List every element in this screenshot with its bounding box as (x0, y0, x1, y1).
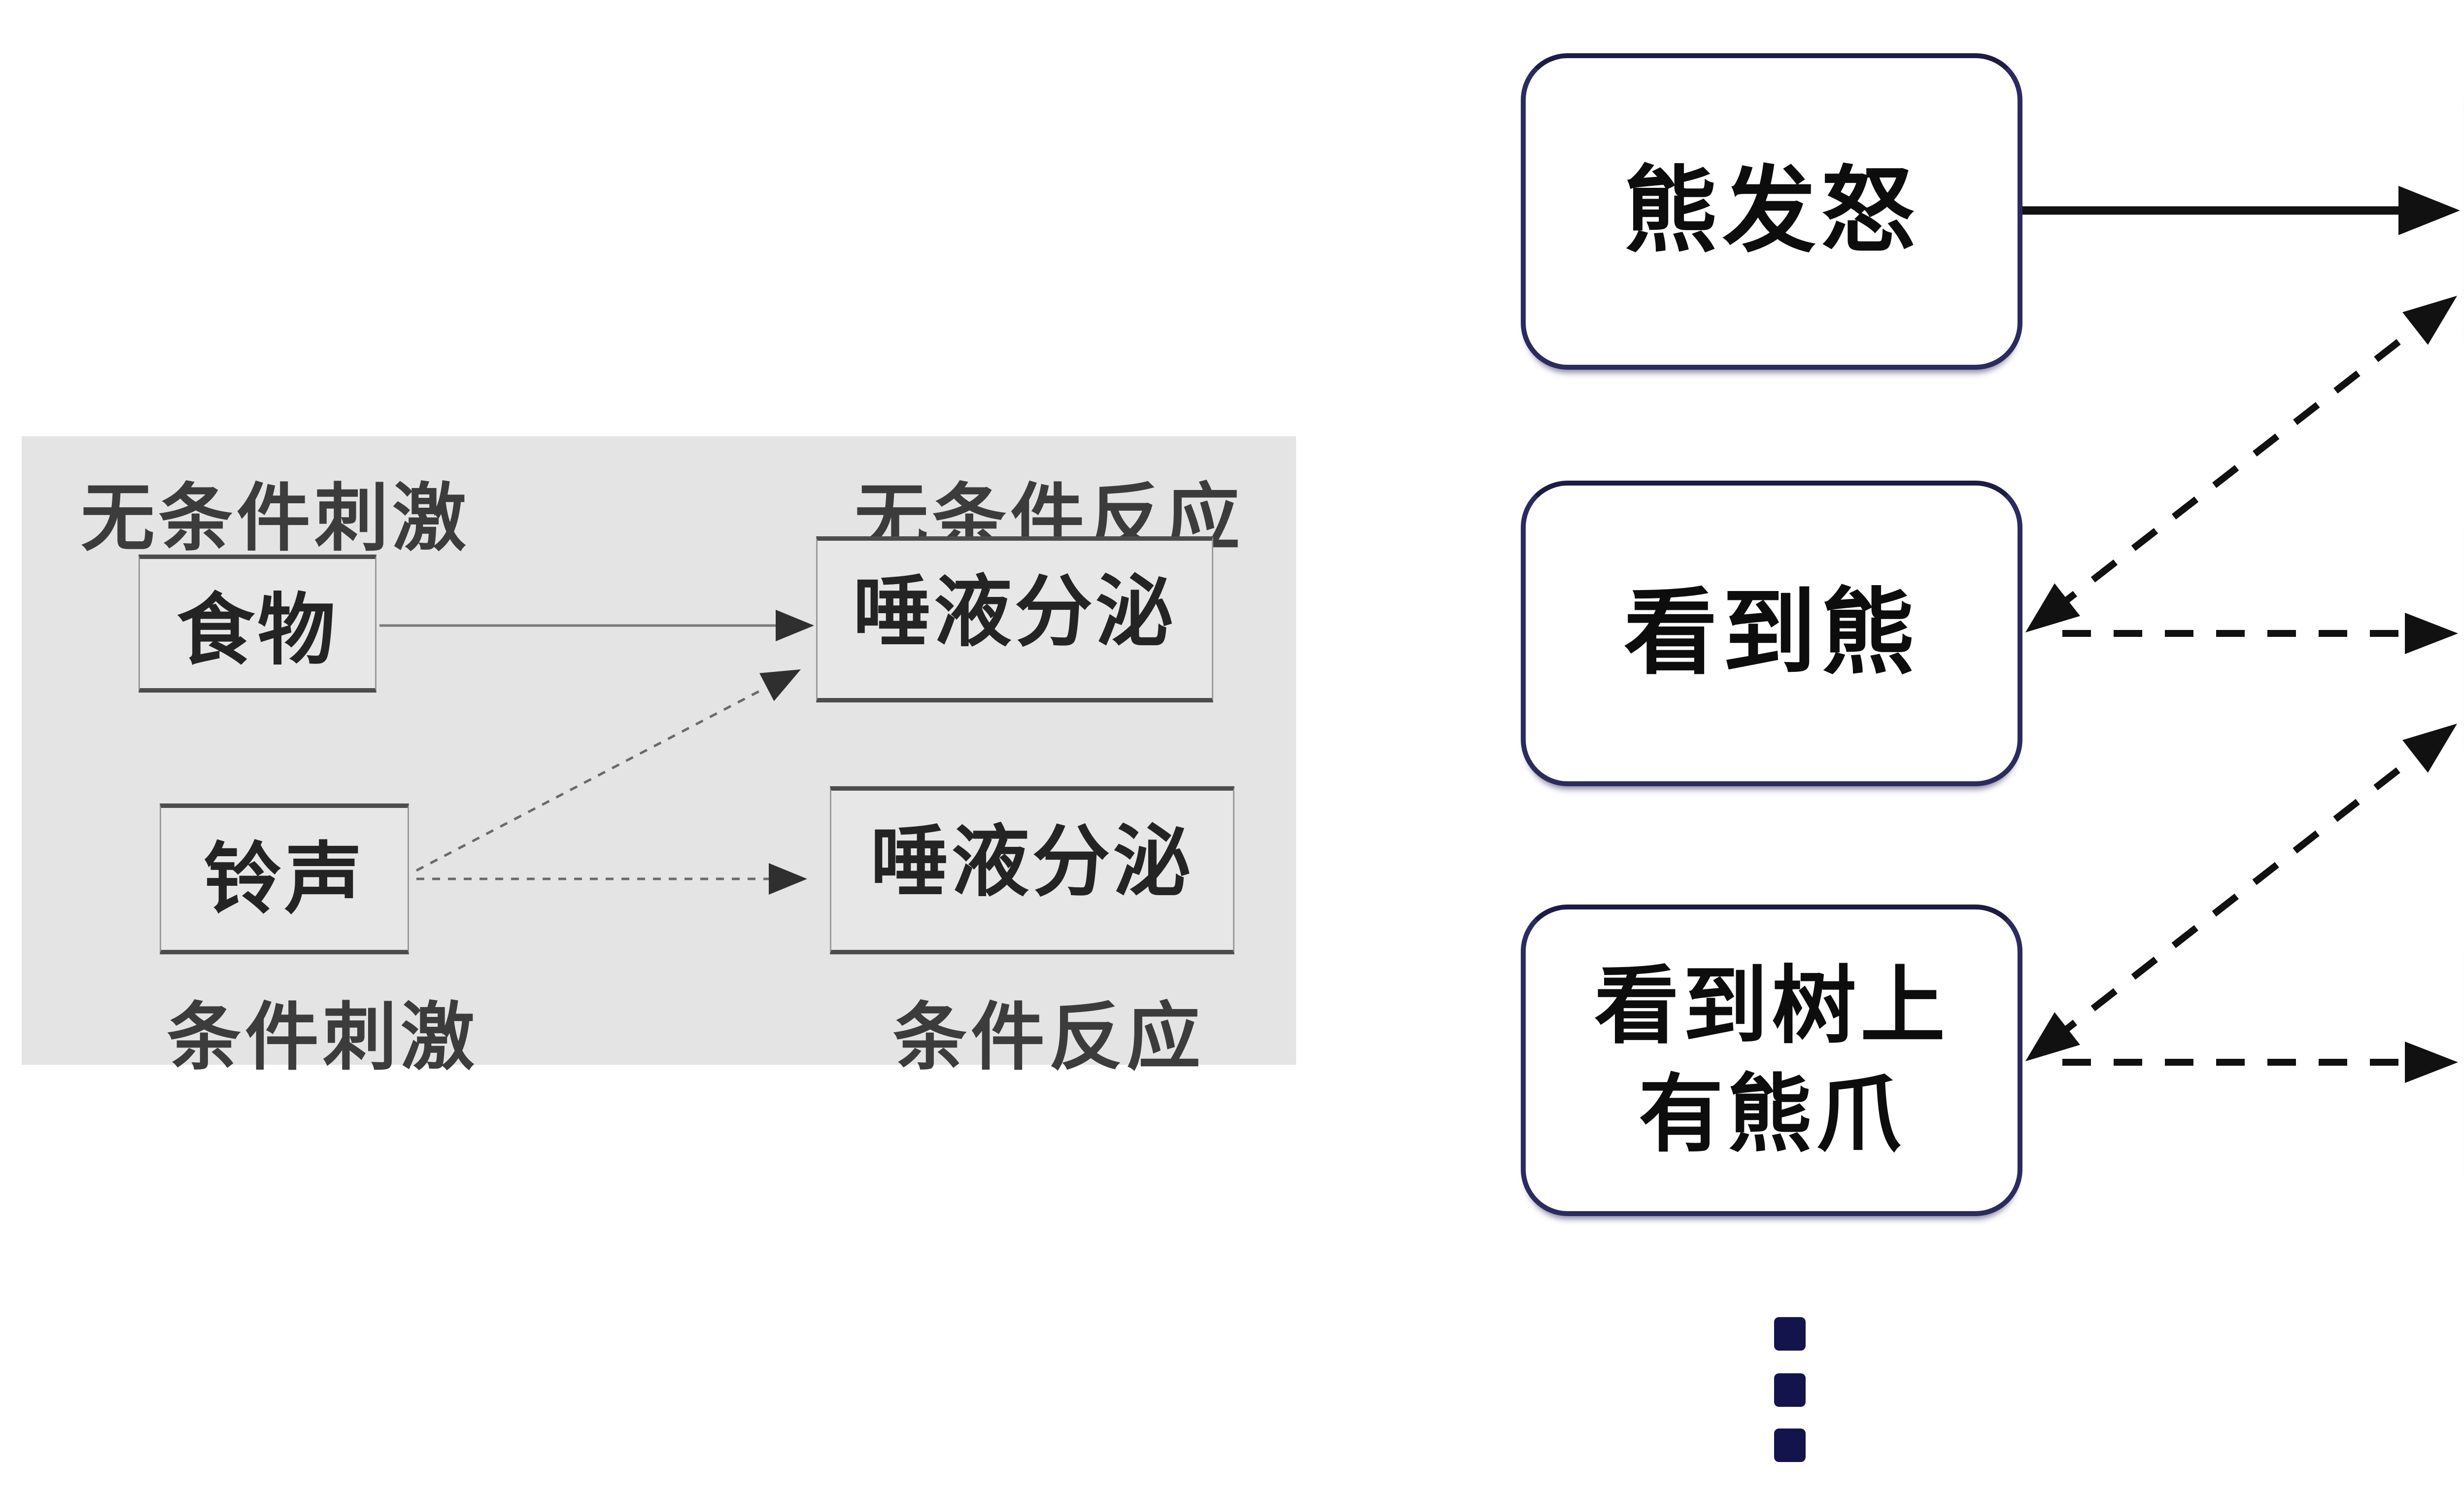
ellipsis-left-dot-2 (1774, 1373, 1806, 1407)
box-see-claw-line1: 看到树上 (1594, 958, 1949, 1053)
box-see-bear: 看到熊 (1521, 481, 2022, 786)
arrow-see-claw-to-value-current (2062, 1042, 2458, 1083)
box-saliva-top: 唾液分泌 (816, 536, 1213, 702)
box-bear-angry-label: 熊发怒 (1623, 159, 1919, 264)
box-see-bear-label: 看到熊 (1623, 581, 1919, 686)
arrow-see-claw-value-next-dashed (2025, 724, 2457, 1061)
arrow-see-bear-to-value-next (2062, 613, 2458, 654)
box-see-claw-line2: 有熊爪 (1639, 1067, 1905, 1162)
label-conditioned-response: 条件反应 (893, 996, 1205, 1079)
label-unconditioned-stimulus: 无条件刺激 (81, 477, 471, 559)
box-bell: 铃声 (160, 803, 409, 954)
box-bear-angry: 熊发怒 (1521, 53, 2022, 370)
ellipsis-left-dot-1 (1774, 1317, 1806, 1351)
box-saliva-bottom: 唾液分泌 (830, 786, 1234, 954)
arrow-bear-to-reward (2022, 186, 2460, 235)
arrow-see-bear-reward-dashed (2025, 296, 2457, 632)
classical-conditioning-panel: 无条件刺激 无条件反应 食物 唾液分泌 铃声 唾液分泌 条件刺激 条件反应 (22, 436, 1296, 1079)
box-food: 食物 (138, 555, 376, 693)
box-see-claw-marks: 看到树上 有熊爪 (1521, 905, 2022, 1216)
label-conditioned-stimulus: 条件刺激 (167, 996, 479, 1079)
ellipsis-left-dot-3 (1774, 1429, 1806, 1462)
